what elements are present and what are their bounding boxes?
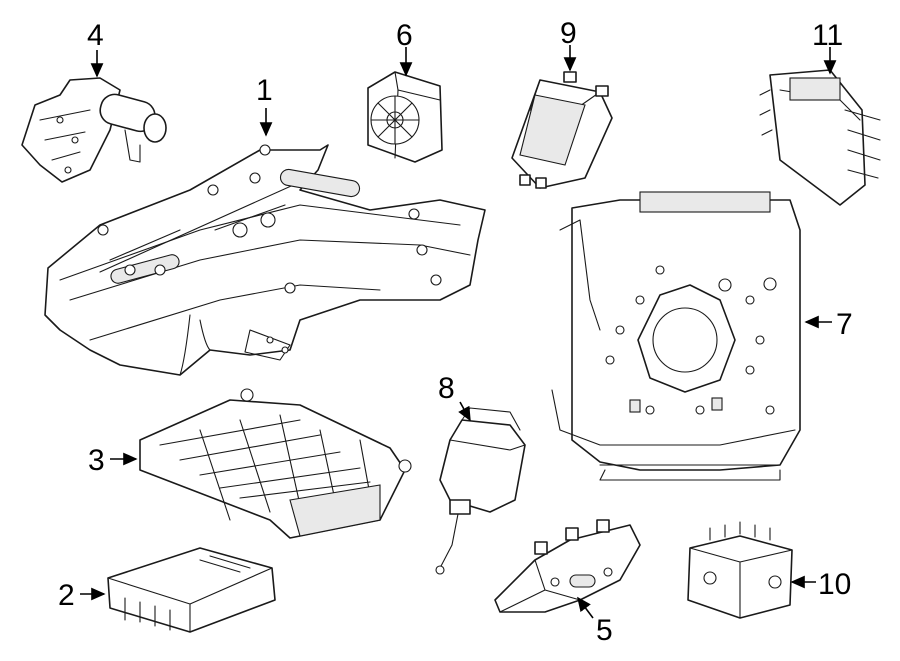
callout-1: 1 [256,74,273,107]
part-3-heater-assembly [139,388,412,539]
callout-8: 8 [438,372,455,405]
arrow-8 [458,401,471,422]
part-1-seat-frame [44,144,486,376]
callout-6: 6 [396,19,413,52]
part-4-motor [21,77,167,183]
callout-3: 3 [88,444,105,477]
part-6-fan [367,71,443,163]
callout-arrows [80,45,837,619]
callout-2: 2 [58,579,75,612]
part-7-seatback-panel [551,191,801,481]
arrow-5 [577,596,594,619]
callout-9: 9 [560,17,577,50]
callout-7: 7 [836,308,853,341]
callout-11: 11 [812,19,843,52]
part-9-module [511,71,613,189]
part-8-sensor [435,407,526,575]
part-11-connector-module [759,69,881,206]
part-5-switch [494,519,641,613]
callout-10: 10 [818,568,851,601]
callout-5: 5 [596,614,613,647]
part-10-relay [687,521,793,619]
part-2-control-box [107,547,276,633]
callout-4: 4 [87,19,104,52]
callout-labels: 1 2 3 4 5 6 7 8 9 10 11 [58,17,853,647]
